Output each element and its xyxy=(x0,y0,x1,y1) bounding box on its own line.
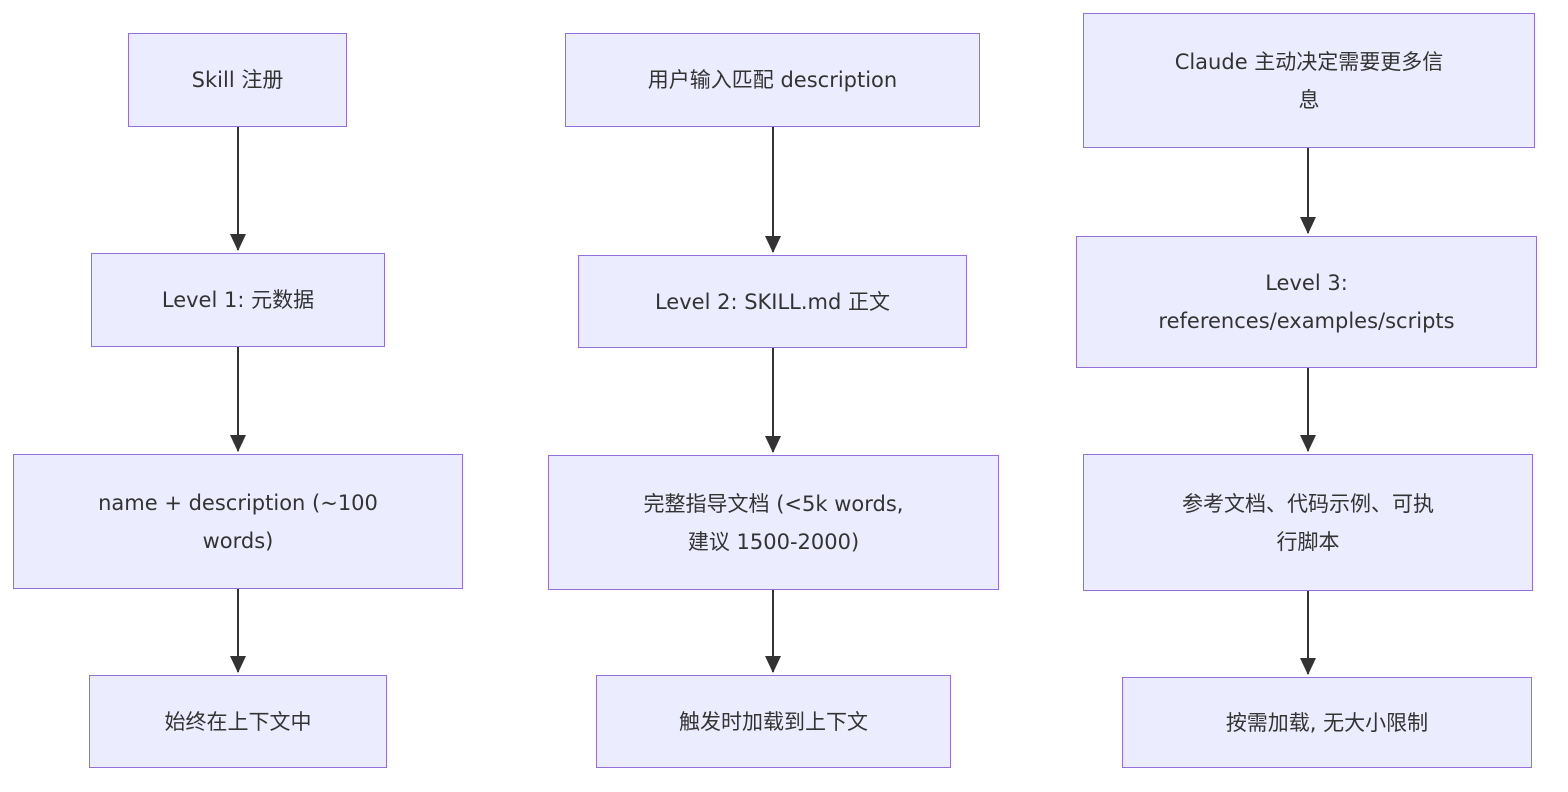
node-reference-docs-examples-scripts: 参考文档、代码示例、可执 行脚本 xyxy=(1083,454,1533,591)
node-level2-skillmd: Level 2: SKILL.md 正文 xyxy=(578,255,967,348)
node-load-on-demand: 按需加载, 无大小限制 xyxy=(1122,677,1532,768)
node-load-on-trigger: 触发时加载到上下文 xyxy=(596,675,951,768)
node-name-description: name + description (~100 words) xyxy=(13,454,463,589)
node-level1-metadata: Level 1: 元数据 xyxy=(91,253,385,347)
node-always-in-context: 始终在上下文中 xyxy=(89,675,387,768)
node-user-input-match: 用户输入匹配 description xyxy=(565,33,980,127)
node-skill-registration: Skill 注册 xyxy=(128,33,347,127)
node-full-guide-doc: 完整指导文档 (<5k words, 建议 1500-2000) xyxy=(548,455,999,590)
node-claude-decides-more-info: Claude 主动决定需要更多信 息 xyxy=(1083,13,1535,148)
node-level3-resources: Level 3: references/examples/scripts xyxy=(1076,236,1537,368)
